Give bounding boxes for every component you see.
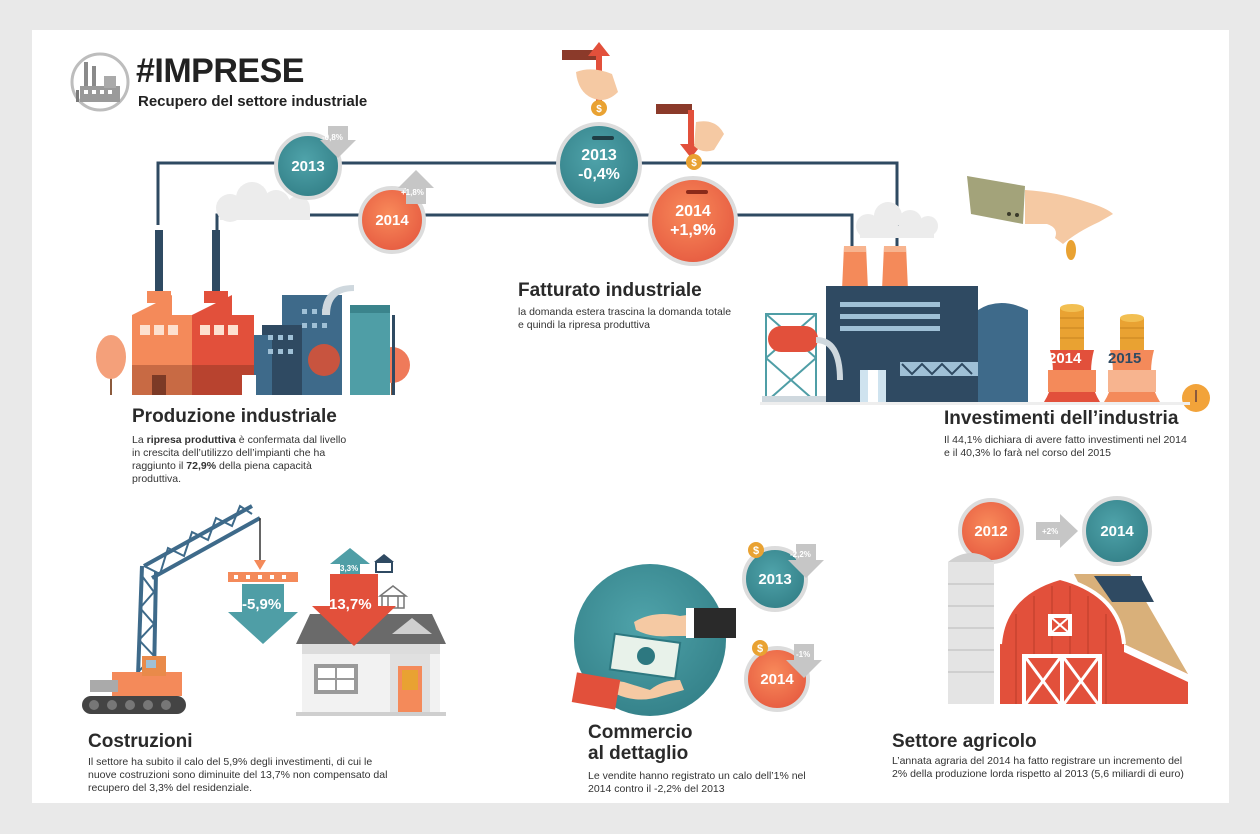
industrial-factory-illustration xyxy=(96,230,410,395)
produzione-text-mid: è confermata dal livello in crescita del… xyxy=(132,434,347,472)
house-illustration xyxy=(296,614,446,716)
produzione-text: La ripresa produttiva è confermata dal l… xyxy=(132,434,347,486)
fatturato-2013-year: 2013 xyxy=(581,147,617,164)
fatturato-2014-circle: 2014 +1,9% xyxy=(648,176,738,266)
barn-illustration xyxy=(948,553,1188,705)
agricolo-title: Settore agricolo xyxy=(892,731,1037,752)
agricolo-2014-label: 2014 xyxy=(1100,522,1134,540)
fatturato-title: Fatturato industriale xyxy=(518,280,702,301)
smoke-cloud-icon xyxy=(856,202,938,238)
arrow-down-icon xyxy=(312,574,396,646)
agricolo-arrow-value: +2% xyxy=(1042,527,1059,536)
arrow-down-icon xyxy=(320,126,356,158)
investimenti-title: Investimenti dell’industria xyxy=(944,408,1179,429)
arrow-up-small-icon xyxy=(330,548,370,574)
commercio-2013-change: -2,2% xyxy=(790,550,811,559)
arrow-down-icon xyxy=(786,644,822,678)
money-exchange-icon xyxy=(571,608,736,710)
smoke-cloud-icon xyxy=(216,182,310,222)
svg-text:$: $ xyxy=(596,104,602,115)
agricolo-text: L’annata agraria del 2014 ha fatto regis… xyxy=(892,755,1184,780)
coin-slot-icon xyxy=(686,190,708,194)
agricolo-2012-label: 2012 xyxy=(974,522,1008,540)
commercio-2014-label: 2014 xyxy=(760,670,794,688)
svg-text:$: $ xyxy=(757,643,763,655)
coin-slot-icon xyxy=(592,136,614,140)
produzione-2013-change: -0,8% xyxy=(322,133,343,142)
arrow-down-icon xyxy=(788,544,824,578)
fatturato-2014-value: +1,9% xyxy=(670,222,716,239)
produzione-title: Produzione industriale xyxy=(132,406,337,427)
crane-illustration xyxy=(82,504,266,714)
produzione-2014-label: 2014 xyxy=(375,211,409,229)
page-title: #IMPRESE xyxy=(136,52,304,90)
agricolo-2014-circle: 2014 xyxy=(1082,496,1152,566)
page-subtitle: Recupero del settore industriale xyxy=(138,93,368,110)
produzione-2014-change: +1,8% xyxy=(401,188,424,197)
arrow-up-icon xyxy=(398,170,434,204)
tower-2014-label: 2014 xyxy=(1048,350,1082,367)
svg-text:$: $ xyxy=(753,545,759,557)
produzione-2013-label: 2013 xyxy=(291,157,325,175)
fatturato-2013-circle: 2013 -0,4% xyxy=(556,122,642,208)
costruzioni-arrow1-value: -5,9% xyxy=(242,596,282,613)
hand-coin-icon xyxy=(967,176,1113,260)
arrow-down-icon xyxy=(228,584,298,644)
produzione-text-bold1: ripresa produttiva xyxy=(146,434,236,446)
factory-logo-icon xyxy=(70,52,130,112)
tower-2015-label: 2015 xyxy=(1108,350,1142,367)
costruzioni-up-value: 3,3% xyxy=(340,564,359,573)
commercio-title-line2: al dettaglio xyxy=(588,743,689,764)
arrow-right-icon xyxy=(1036,514,1078,548)
commercio-title-line1: Commercio xyxy=(588,722,693,743)
fatturato-2013-value: -0,4% xyxy=(578,166,620,183)
hand-arrow-down-icon: $ xyxy=(656,104,724,170)
investimenti-text: Il 44,1% dichiara di avere fatto investi… xyxy=(944,434,1187,459)
commercio-2013-label: 2013 xyxy=(758,570,792,588)
infographic-card: #IMPRESE Recupero del settore industrial… xyxy=(32,30,1229,803)
produzione-text-post: della piena capacità produttiva. xyxy=(132,460,312,485)
costruzioni-text: Il settore ha subito il calo del 5,9% de… xyxy=(88,756,388,794)
industry-investment-illustration xyxy=(760,246,1210,412)
svg-text:$: $ xyxy=(691,158,697,169)
coin-icon: $ xyxy=(748,542,764,558)
produzione-text-pre: La xyxy=(132,434,147,446)
hand-arrow-up-icon: $ xyxy=(562,42,618,116)
commercio-2014-change: -1% xyxy=(796,650,811,659)
fatturato-2014-year: 2014 xyxy=(675,203,711,220)
costruzioni-title: Costruzioni xyxy=(88,731,193,752)
commercio-text: Le vendite hanno registrato un calo dell… xyxy=(588,770,806,795)
fatturato-text: la domanda estera trascina la domanda to… xyxy=(518,306,732,331)
coin-icon: $ xyxy=(752,640,768,656)
hanging-beam-icon xyxy=(228,572,298,582)
house-outline-icon xyxy=(374,554,394,573)
produzione-text-bold2: 72,9% xyxy=(186,460,217,472)
costruzioni-arrow2-value: -13,7% xyxy=(324,596,372,613)
